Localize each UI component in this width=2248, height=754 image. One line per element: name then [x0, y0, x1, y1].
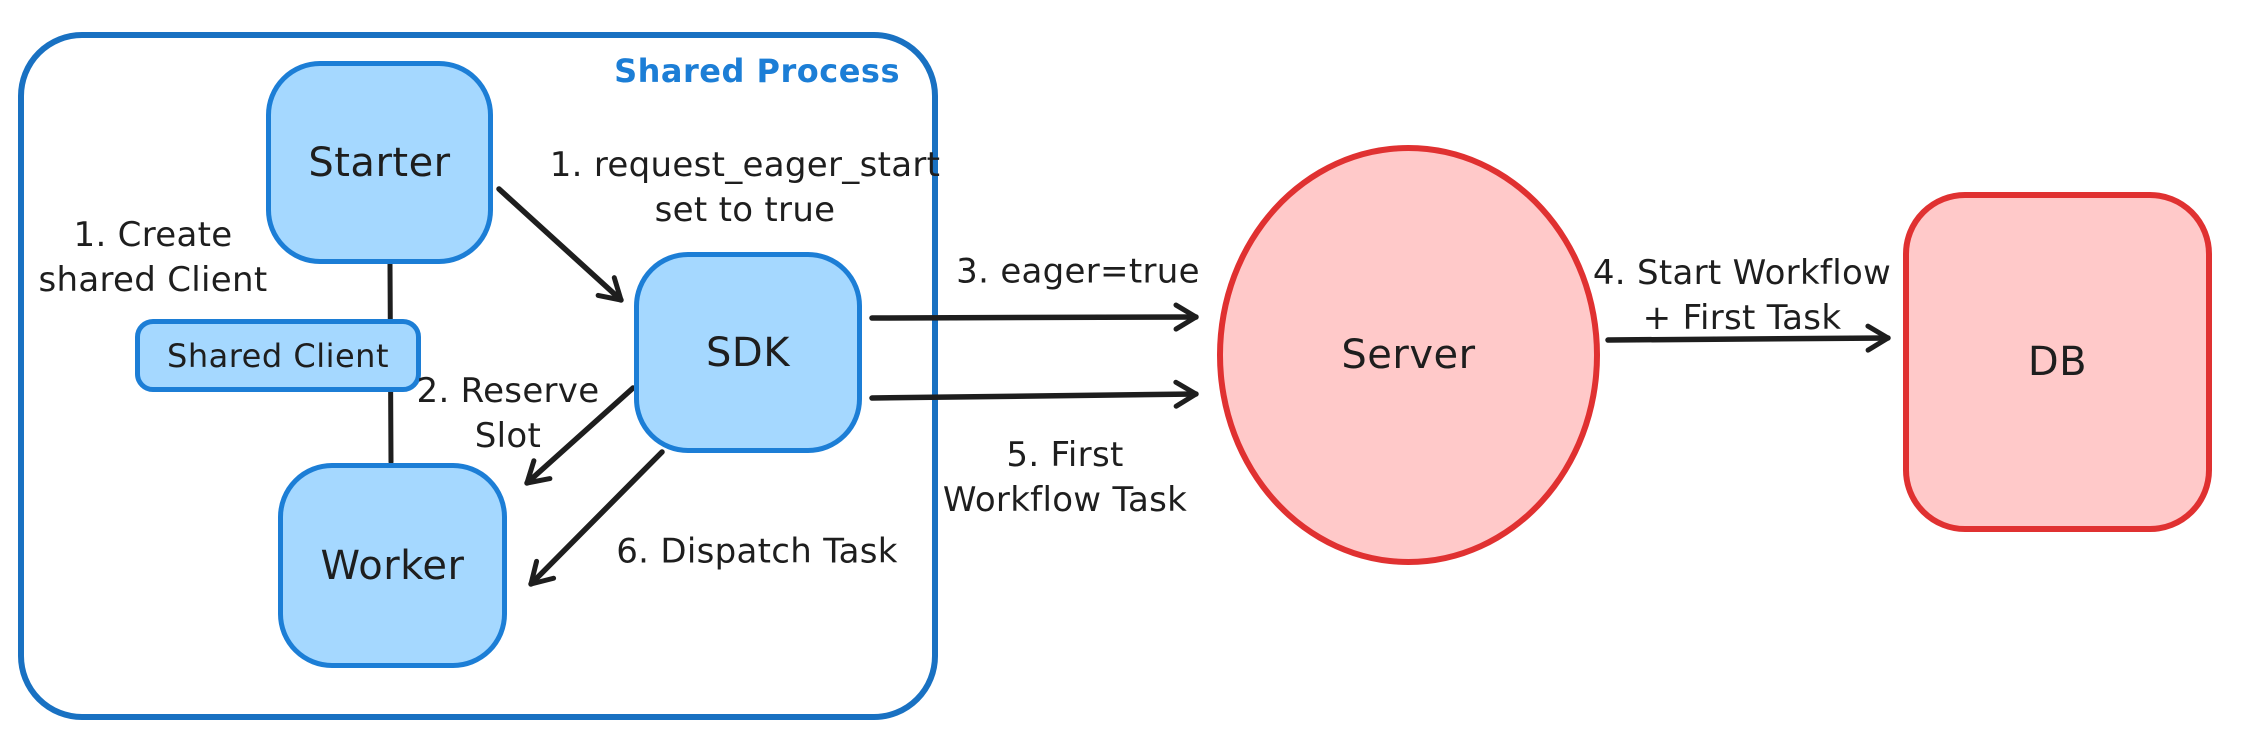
- annotation-line: shared Client: [38, 260, 268, 300]
- annotation-dispatch-task: 6. Dispatch Task: [616, 530, 898, 575]
- annotation-line: 4. Start Workflow: [1592, 253, 1892, 294]
- node-server-label: Server: [1341, 332, 1476, 378]
- annotation-line: 3. eager=true: [956, 251, 1200, 292]
- node-starter-label: Starter: [308, 139, 451, 186]
- node-server: Server: [1217, 145, 1600, 565]
- edge-starter-to-sdk-arrow: [496, 186, 624, 303]
- edge-sdk-to-worker-dispatch-arrow: [528, 449, 665, 587]
- node-shared-client-label: Shared Client: [167, 336, 389, 375]
- annotation-line: 2. Reserve: [416, 371, 600, 412]
- annotation-create-shared-client: 1. Create shared Client: [39, 213, 268, 303]
- annotation-first-workflow-task: 5. First Workflow Task: [943, 433, 1187, 523]
- annotation-line: Slot: [474, 416, 542, 456]
- node-db-label: DB: [2027, 339, 2088, 385]
- node-starter: Starter: [266, 61, 493, 264]
- shared-process-label: Shared Process: [614, 52, 900, 90]
- edge-sdk-to-server-eager-arrow: [869, 302, 1199, 332]
- annotation-line: 1. Create: [73, 215, 233, 256]
- node-sdk-label: SDK: [706, 329, 790, 376]
- node-shared-client: Shared Client: [135, 319, 421, 392]
- node-worker-label: Worker: [320, 542, 465, 589]
- annotation-reserve-slot: 2. Reserve Slot: [417, 369, 600, 459]
- annotation-line: 1. request_eager_start: [549, 145, 941, 186]
- edge-server-to-db-arrow: [1605, 323, 1891, 353]
- edge-sdk-to-server-first-task-arrow: [869, 379, 1199, 409]
- annotation-start-workflow-first-task: 4. Start Workflow + First Task: [1593, 251, 1891, 341]
- annotation-line: 6. Dispatch Task: [616, 531, 898, 572]
- node-sdk: SDK: [634, 252, 862, 453]
- annotation-line: 5. First: [1006, 435, 1124, 476]
- annotation-request-eager-start: 1. request_eager_start set to true: [550, 143, 941, 233]
- annotation-line: set to true: [654, 190, 836, 230]
- annotation-eager-true: 3. eager=true: [956, 250, 1200, 295]
- edge-sdk-to-worker-reserve-arrow: [524, 385, 636, 486]
- annotation-line: + First Task: [1642, 298, 1842, 338]
- annotation-line: Workflow Task: [942, 480, 1188, 520]
- node-worker: Worker: [278, 463, 507, 668]
- node-db: DB: [1903, 192, 2212, 532]
